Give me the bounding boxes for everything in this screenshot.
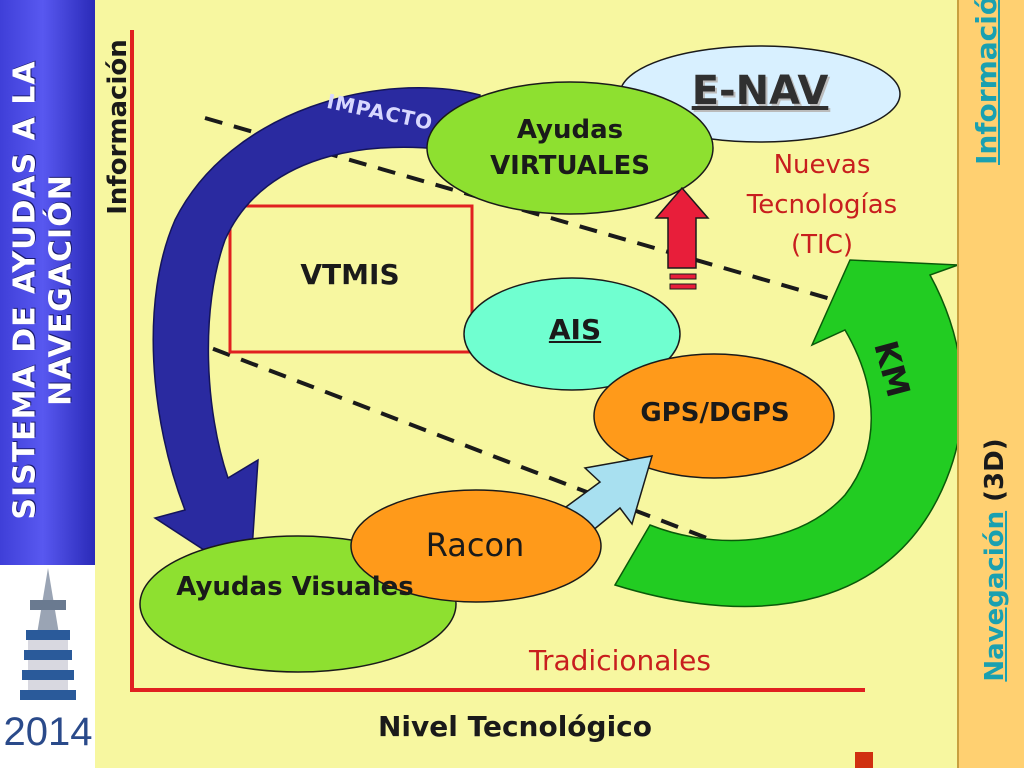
- up-arrow-icon: [654, 186, 710, 290]
- racon-node: [350, 489, 602, 603]
- racon-label: Racon: [425, 526, 525, 564]
- gps-node: [593, 353, 835, 479]
- right-band: [957, 0, 1024, 768]
- sidebar-title-panel: [0, 0, 95, 565]
- nuevas-label: Nuevas Tecnologías (TIC): [746, 150, 898, 260]
- km-arrow: [613, 259, 964, 608]
- virtuales-label: Ayudas VIRTUALES: [490, 115, 650, 181]
- tradicionales-label: Tradicionales: [528, 644, 711, 677]
- right-nav-label: Navegación (3D): [980, 410, 1020, 710]
- vtmis-box: [228, 204, 474, 354]
- corner-marker: [855, 752, 873, 768]
- nav-underlined: Navegación: [980, 510, 1010, 682]
- impacto-arrow: [152, 87, 481, 582]
- enav-label: E-NAV: [691, 68, 829, 114]
- vtmis-label: VTMIS: [300, 258, 400, 291]
- logo-tower-icon: [20, 568, 76, 700]
- x-axis-label: Nivel Tecnológico: [377, 710, 653, 743]
- right-info-label: Información: [970, 0, 1003, 165]
- y-axis-label: Información: [103, 39, 133, 215]
- nav-suffix: (3D): [980, 438, 1010, 511]
- virtuales-node: [426, 81, 714, 215]
- ais-node: [463, 277, 681, 391]
- visuales-label: Ayudas Visuales: [176, 572, 414, 602]
- logo-year: 2014: [3, 710, 93, 754]
- gps-label: GPS/DGPS: [640, 398, 790, 428]
- ais-label: AIS: [548, 313, 602, 346]
